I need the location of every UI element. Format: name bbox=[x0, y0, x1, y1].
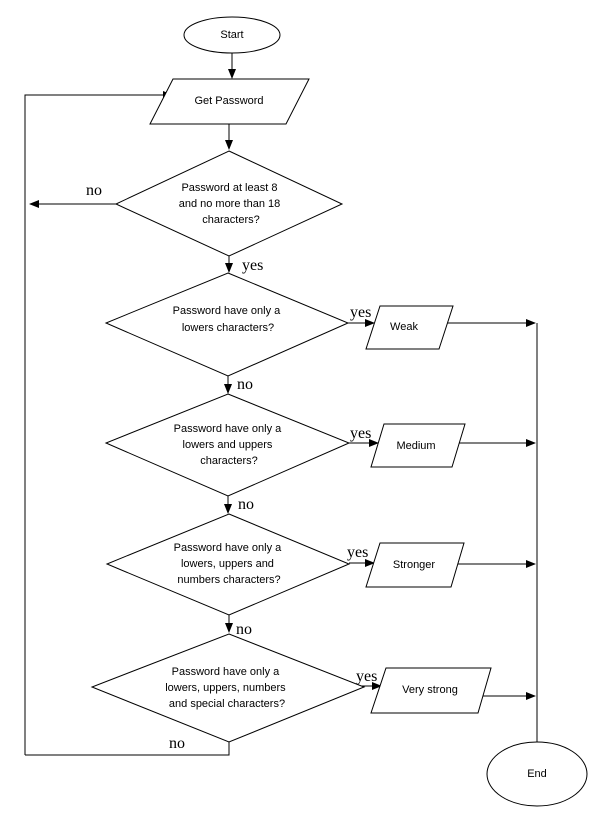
weak-label: Weak bbox=[390, 321, 418, 333]
start-node: Start bbox=[183, 16, 281, 54]
lowers-check-decision: Password have only a lowers characters? bbox=[104, 272, 350, 377]
get-password-node: Get Password bbox=[149, 78, 310, 125]
lowers-uppers-check-label: Password have only a lowers and uppers c… bbox=[174, 423, 285, 467]
edge-label-lowers-uppers-no: no bbox=[238, 496, 254, 513]
all-types-check-label: Password have only a lowers, uppers, num… bbox=[165, 666, 289, 710]
length-check-line-1: Password at least 8 bbox=[181, 182, 277, 194]
edge-label-lowers-uppers-yes: yes bbox=[350, 425, 371, 442]
lun-check-line-2: lowers, uppers and bbox=[181, 558, 274, 570]
weak-node: Weak bbox=[365, 305, 454, 350]
lun-check-label: Password have only a lowers, uppers and … bbox=[174, 542, 285, 586]
get-password-label: Get Password bbox=[194, 95, 263, 107]
all-types-check-line-2: lowers, uppers, numbers bbox=[165, 682, 286, 694]
very-strong-node: Very strong bbox=[370, 667, 492, 714]
lowers-uppers-check-decision: Password have only a lowers and uppers c… bbox=[104, 393, 351, 497]
length-check-line-2: and no more than 18 bbox=[179, 198, 281, 210]
edge-label-all-yes: yes bbox=[356, 668, 377, 685]
medium-node: Medium bbox=[370, 423, 466, 468]
medium-label: Medium bbox=[396, 440, 435, 452]
lowers-uppers-check-line-3: characters? bbox=[200, 455, 257, 467]
stronger-label: Stronger bbox=[393, 559, 436, 571]
lun-check-line-1: Password have only a bbox=[174, 542, 282, 554]
very-strong-label: Very strong bbox=[402, 684, 458, 696]
length-check-line-3: characters? bbox=[202, 214, 259, 226]
all-types-check-line-1: Password have only a bbox=[172, 666, 280, 678]
all-types-check-decision: Password have only a lowers, uppers, num… bbox=[90, 633, 366, 743]
lun-check-line-3: numbers characters? bbox=[177, 574, 280, 586]
edge-label-lun-no: no bbox=[236, 621, 252, 638]
edge-label-length-no: no bbox=[86, 182, 102, 199]
end-node: End bbox=[486, 741, 588, 807]
edge-label-length-yes: yes bbox=[242, 257, 263, 274]
connector-all-no bbox=[25, 741, 230, 756]
lowers-check-label: Password have only a lowers characters? bbox=[173, 305, 284, 334]
edge-label-lowers-no: no bbox=[237, 376, 253, 393]
lowers-check-line-1: Password have only a bbox=[173, 305, 281, 317]
length-check-decision: Password at least 8 and no more than 18 … bbox=[114, 150, 344, 257]
stronger-node: Stronger bbox=[365, 542, 465, 588]
edge-label-all-no: no bbox=[169, 735, 185, 752]
edge-label-lowers-yes: yes bbox=[350, 304, 371, 321]
connector-loop-back bbox=[24, 91, 173, 755]
all-types-check-line-3: and special characters? bbox=[169, 698, 285, 710]
lowers-uppers-check-line-1: Password have only a bbox=[174, 423, 282, 435]
lowers-uppers-numbers-check-decision: Password have only a lowers, uppers and … bbox=[105, 513, 351, 616]
lowers-check-line-2: lowers characters? bbox=[182, 322, 274, 334]
length-check-label: Password at least 8 and no more than 18 … bbox=[179, 182, 284, 226]
end-label: End bbox=[527, 768, 547, 780]
start-label: Start bbox=[220, 29, 243, 41]
edge-label-lun-yes: yes bbox=[347, 544, 368, 561]
lowers-uppers-check-line-2: lowers and uppers bbox=[183, 439, 273, 451]
